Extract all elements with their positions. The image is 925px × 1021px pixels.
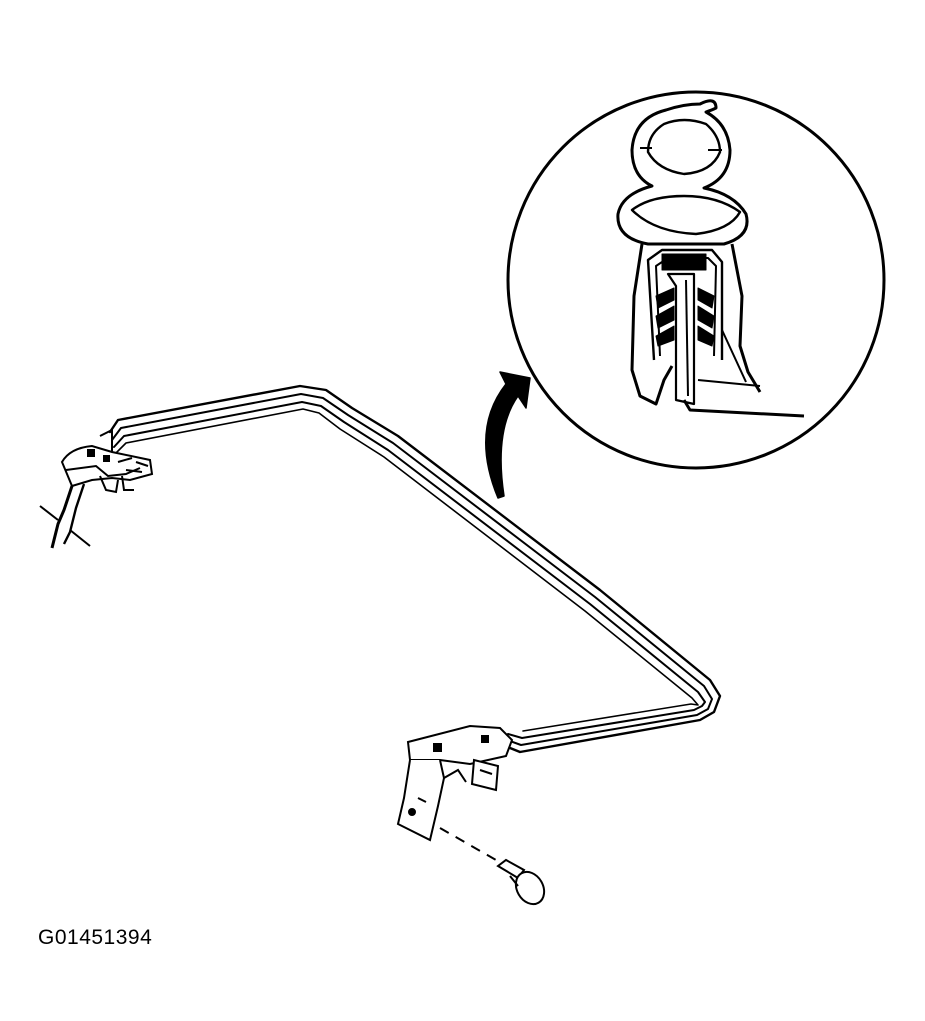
figure-id-label: G01451394 [38,926,153,949]
left-end-bracket [39,428,154,549]
push-pin-retainer [439,827,546,906]
seal-cross-section-detail [506,90,886,470]
weatherstrip-seal [108,384,722,754]
right-end-bracket [396,724,514,842]
detail-arrow [485,371,531,499]
